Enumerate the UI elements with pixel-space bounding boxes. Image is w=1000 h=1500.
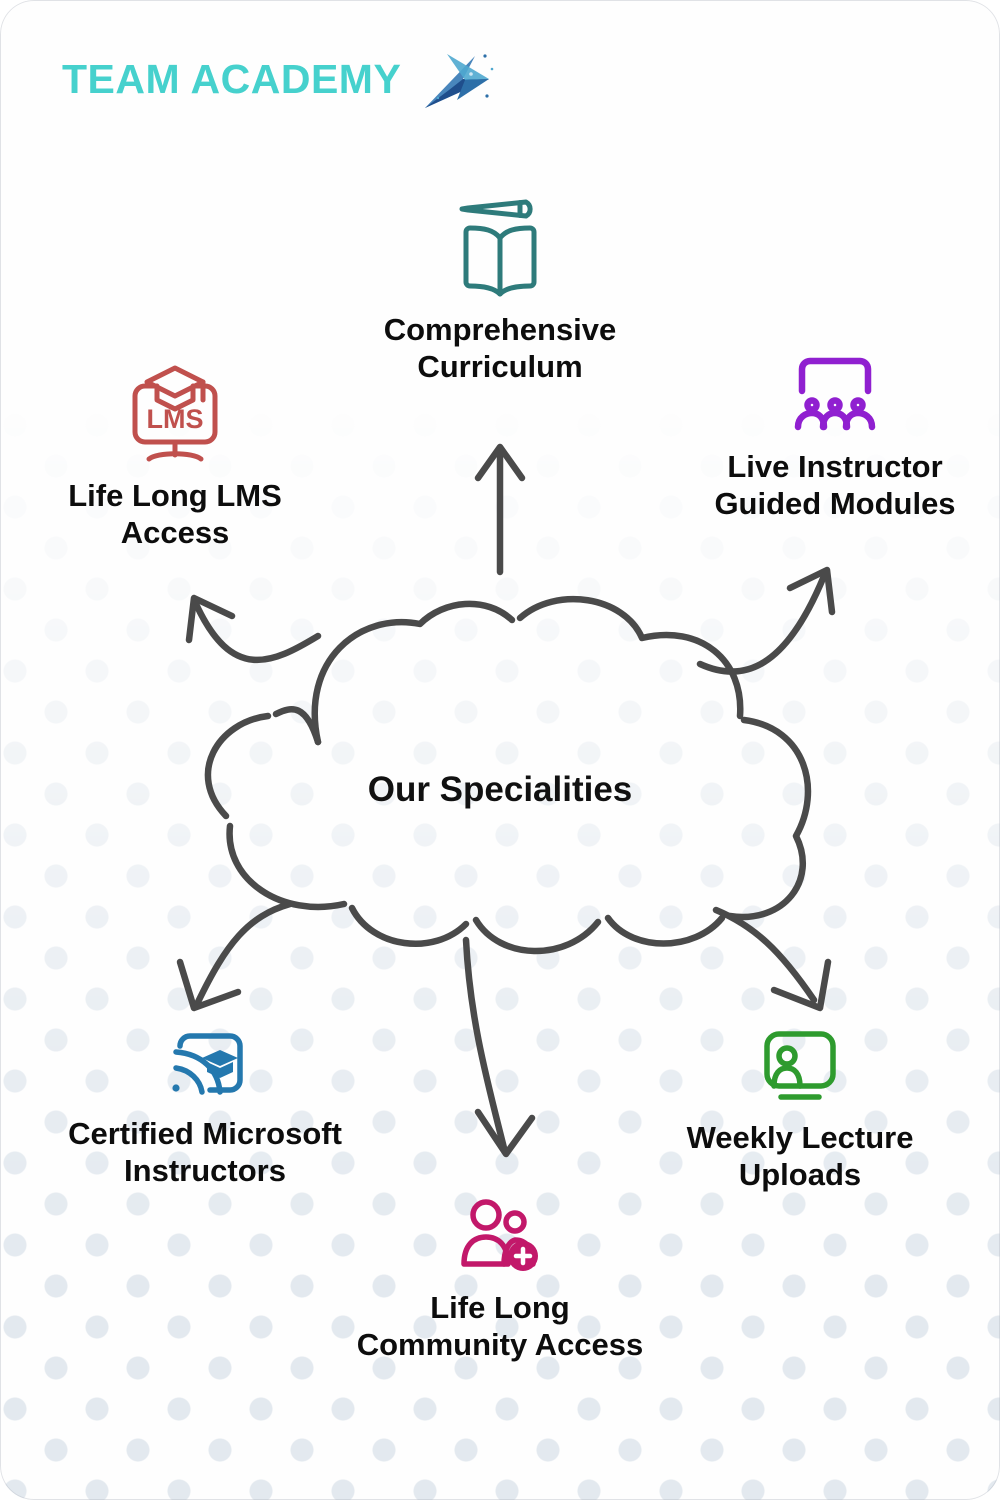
brand-name: TEAM ACADEMY — [62, 55, 402, 102]
people-add-icon — [461, 1199, 538, 1271]
arrow-to-weekly-uploads — [712, 906, 832, 1012]
lms-monitor-graduation-cap-icon: LMS — [132, 365, 218, 462]
arrow-to-certified-instructors — [176, 900, 294, 1012]
arrow-to-community-access — [462, 936, 536, 1158]
node-live-instructor-guided-modules: Live Instructor Guided Modules — [680, 355, 990, 522]
lms-icon-text: LMS — [147, 404, 204, 434]
brand-logo: TEAM ACADEMY — [62, 44, 497, 114]
open-book-with-pencil-icon — [459, 199, 537, 297]
node-label: Certified Microsoft Instructors — [68, 1116, 342, 1188]
node-life-long-community-access: Life Long Community Access — [330, 1196, 670, 1363]
node-label: Life Long LMS Access — [68, 478, 282, 550]
node-label: Comprehensive Curriculum — [383, 312, 617, 384]
node-certified-microsoft-instructors: Certified Microsoft Instructors — [25, 1030, 385, 1189]
cloud-center-label: Our Specialities — [367, 770, 633, 809]
monitor-person-icon — [764, 1031, 836, 1100]
node-comprehensive-curriculum: Comprehensive Curriculum — [330, 188, 670, 385]
node-label: Weekly Lecture Uploads — [686, 1120, 914, 1192]
node-life-long-lms-access: LMS Life Long LMS Access — [20, 360, 330, 551]
arrow-to-live-instructor — [696, 566, 836, 675]
arrow-chevron-logo-icon — [425, 54, 494, 108]
arrow-to-curriculum — [474, 443, 526, 576]
screencast-graduation-cap-icon — [172, 1033, 243, 1095]
node-label: Life Long Community Access — [356, 1290, 644, 1362]
arrow-to-lms — [185, 594, 322, 663]
node-label: Live Instructor Guided Modules — [714, 449, 956, 521]
node-weekly-lecture-uploads: Weekly Lecture Uploads — [635, 1026, 965, 1193]
classroom-audience-icon — [794, 357, 876, 431]
